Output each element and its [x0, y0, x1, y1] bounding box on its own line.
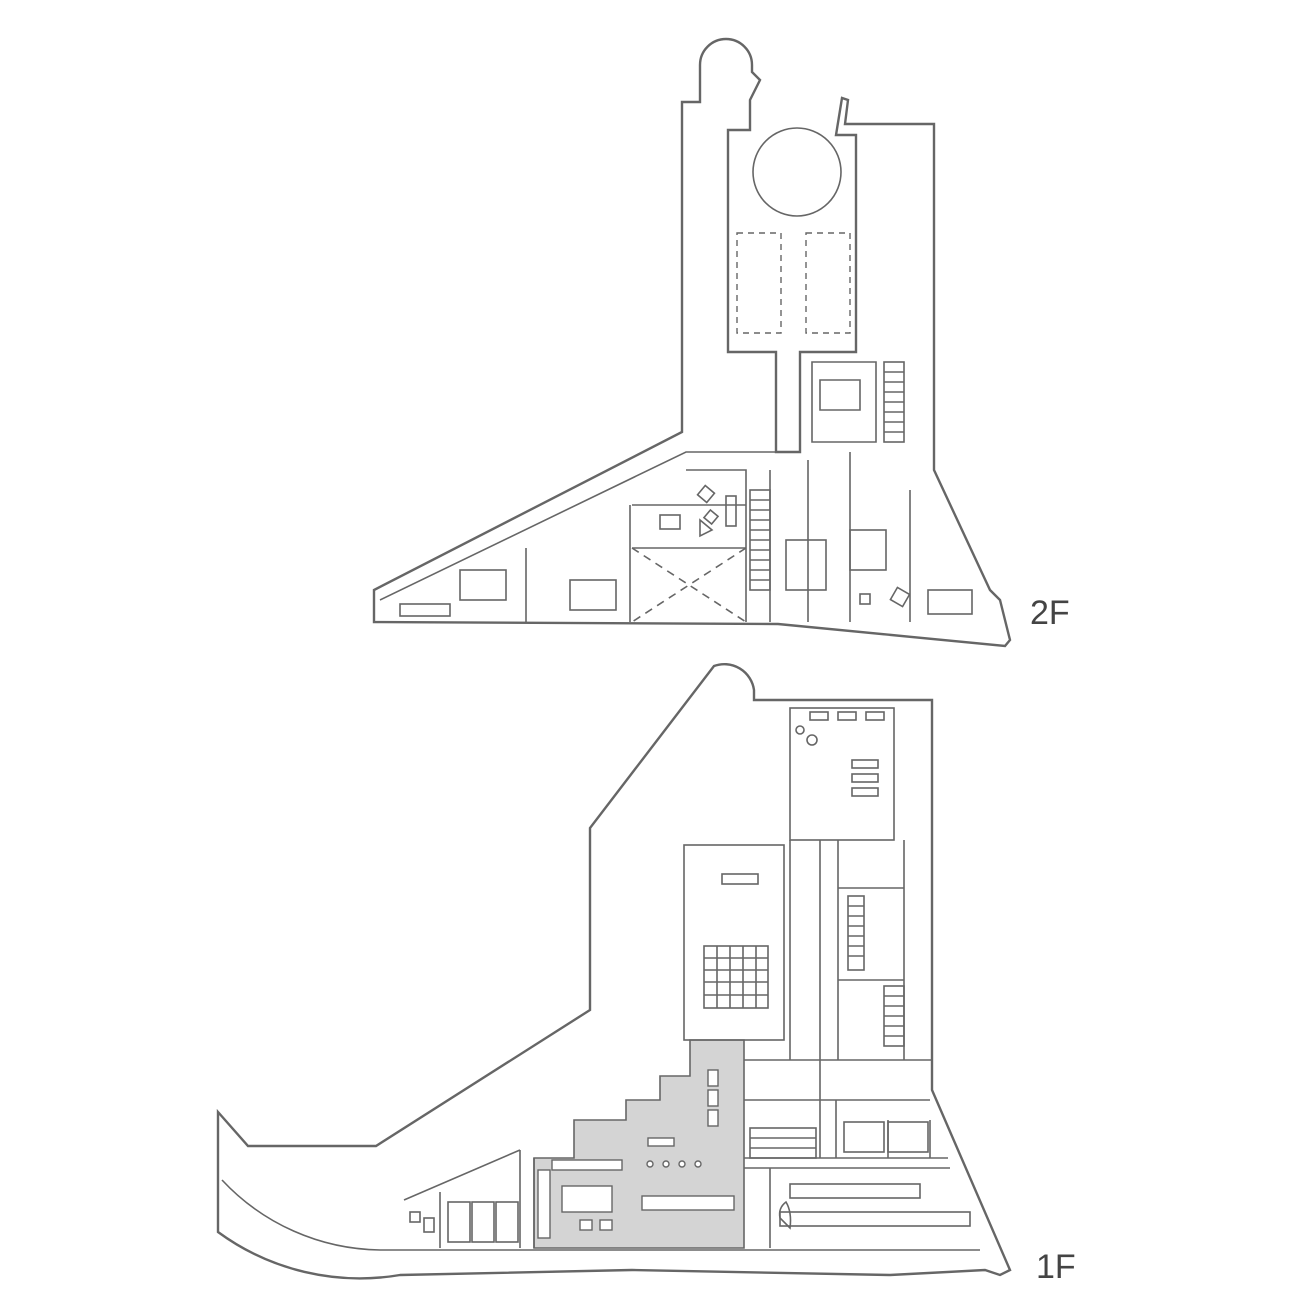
outer-terrace-line — [221, 1179, 980, 1251]
left-lobby-walls — [403, 1149, 535, 1248]
floor-label-1f: 1F — [1036, 1248, 1076, 1286]
second-floor-plan: 2F — [372, 37, 1070, 648]
first-floor-outline — [216, 663, 1012, 1280]
bathtub — [927, 589, 973, 615]
floor-label-2f: 2F — [1030, 594, 1070, 632]
dashed-zone-right — [805, 232, 851, 334]
second-floor-outline — [372, 37, 1012, 648]
void-cross — [631, 547, 747, 623]
hall-grid — [703, 873, 769, 1009]
service-column — [789, 840, 905, 1060]
study-walls — [632, 469, 747, 549]
highlighted-zone-outline — [533, 1039, 745, 1249]
furniture-2f — [399, 484, 911, 617]
beds-2f — [459, 529, 887, 611]
left-lobby-fixtures — [409, 1201, 519, 1243]
lounge-furniture — [537, 1069, 735, 1239]
stairs-1f — [749, 895, 905, 1159]
machine-room — [789, 707, 895, 841]
diagonal-wall — [379, 451, 776, 601]
first-floor-plan: 1F — [216, 663, 1076, 1286]
round-pool — [752, 127, 842, 217]
room-partitions — [525, 452, 911, 622]
service-core — [811, 361, 877, 443]
lower-right-fixtures — [778, 1121, 971, 1230]
lower-right-rooms — [744, 1059, 950, 1248]
dashed-zone-left — [736, 232, 782, 334]
machine-room-equipment — [795, 711, 885, 797]
stairs-2f — [749, 361, 905, 591]
